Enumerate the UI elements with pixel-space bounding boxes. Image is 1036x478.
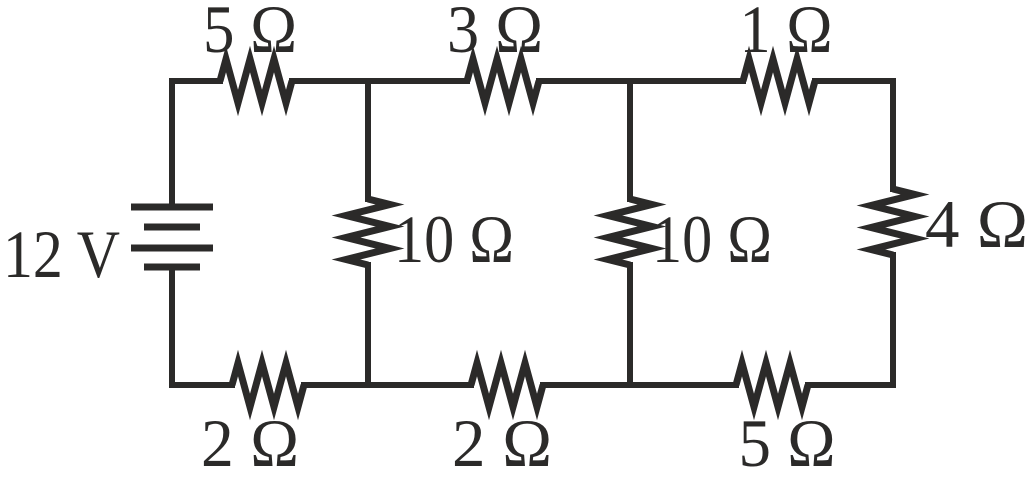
resistor-zigzag-bottom-left [228,349,308,421]
wire-bottom-left-corner [169,268,235,388]
resistor-label-bottom-middle: 2 Ω [452,405,552,478]
resistor-zigzag-top-left [216,45,296,117]
resistor-label-bottom-right: 5 Ω [739,405,836,478]
resistor-zigzag-top-right [739,45,819,117]
wire-top-right-corner [812,78,896,192]
battery-voltage-label: 12 V [3,216,120,292]
resistor-label-bottom-left: 2 Ω [201,405,299,478]
wire-bottom-right-corner [805,252,896,388]
resistor-label-top-right: 1 Ω [740,0,833,67]
resistor-zigzag-shunt-middle [593,195,667,269]
resistor-zigzag-top-middle [463,45,543,117]
resistors [216,45,930,421]
resistor-label-right-side: 4 Ω [925,186,1028,262]
resistor-zigzag-bottom-right [732,349,812,421]
battery-symbol [131,203,213,271]
resistor-label-shunt-left: 10 Ω [394,201,514,277]
resistor-label-top-middle: 3 Ω [447,0,543,67]
resistor-zigzag-shunt-left [331,195,405,269]
resistor-zigzag-right-side [856,185,930,259]
resistor-zigzag-bottom-middle [467,349,547,421]
wires [169,78,896,388]
labels: 12 V 5 Ω 3 Ω 1 Ω 10 Ω 10 Ω 4 Ω 2 Ω 2 Ω 5… [3,0,1028,478]
wire-top-left-corner [169,78,223,206]
resistor-label-top-left: 5 Ω [203,0,297,67]
resistor-label-shunt-middle: 10 Ω [652,201,772,277]
